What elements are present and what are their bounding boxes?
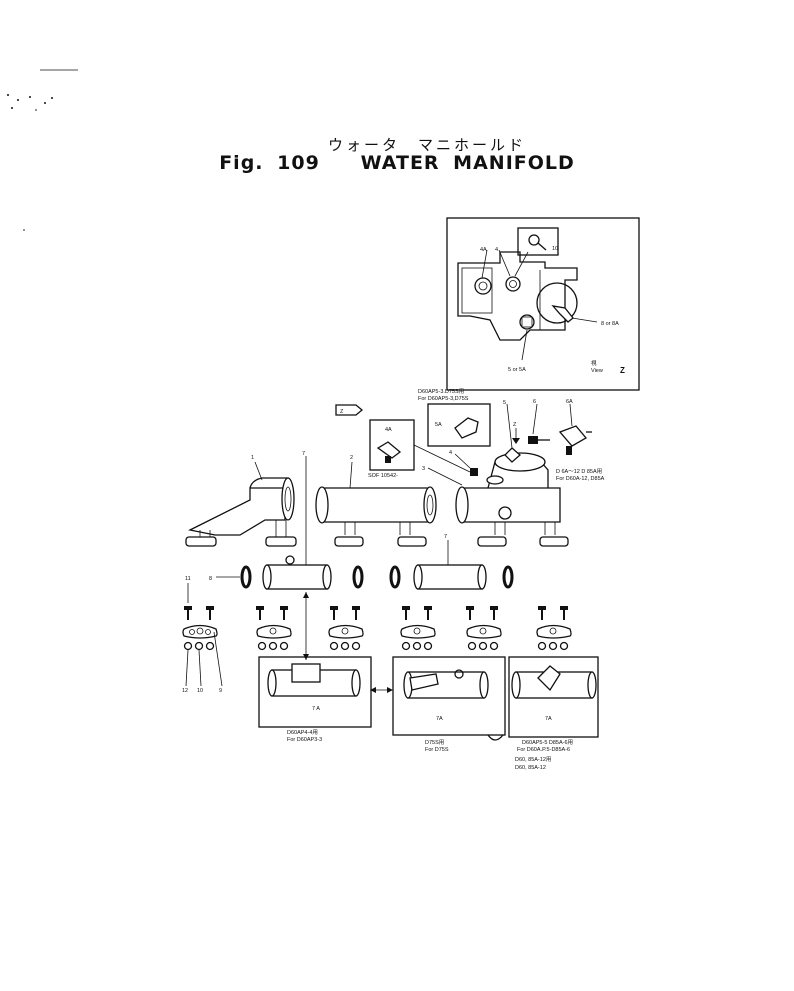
box1-note-jp: D60AP4-4用	[287, 729, 318, 736]
figure-title: Fig. 109 WATER MANIFOLD	[0, 152, 794, 174]
arrow-z-marker: Z	[512, 422, 520, 444]
note-6a-en: For D60A-12, D85A	[556, 476, 605, 482]
variant-box-2: 7A D75S用 For D75S	[392, 656, 506, 753]
inset-5a-note-en: For D60AP5-3,D75S	[418, 396, 469, 402]
hardware-set-4	[400, 606, 436, 651]
figure-name: WATER MANIFOLD	[360, 152, 575, 174]
variant-box-1: 7 A D60AP4-4用 For D60AP3-3	[258, 656, 372, 743]
callout-8: 8	[209, 576, 212, 582]
callout-11: 11	[185, 576, 191, 582]
callout-4: 4	[449, 450, 452, 456]
figure-number: Fig. 109	[219, 152, 320, 174]
box-link-arrow	[370, 687, 393, 693]
callout-7A-box2: 7A	[436, 716, 443, 722]
view-z-caption-jp: 視	[591, 359, 597, 367]
callout-5: 5	[503, 400, 506, 406]
scan-marks	[7, 69, 78, 231]
variant-box-3: 7A D60AP5-5 D85A-6用 For D60A.P.5-D85A-6 …	[508, 656, 599, 771]
callout-1: 1	[251, 455, 254, 461]
hardware-set-3	[328, 606, 364, 651]
box1-note-en: For D60AP3-3	[287, 737, 322, 743]
box3-note-extra-jp: D60, 85A-12用	[515, 756, 551, 763]
inset-5a: D60AP5-3.D75S用 For D60AP5-3,D75S 5A	[418, 388, 491, 447]
view-z-caption-z: Z	[620, 366, 625, 375]
callout-7-right: 7	[444, 534, 447, 540]
hardware-set-2	[256, 606, 292, 651]
part-7-left-pipe: 7	[262, 451, 332, 590]
view-z-callout-8: 8 or 8A	[601, 321, 619, 327]
inset-4a: 4A SOF 10542-	[368, 419, 471, 479]
view-z-callout-4: 4	[495, 247, 498, 253]
part-7-right-pipe: 7	[413, 534, 487, 590]
callout-12: 12	[182, 688, 188, 694]
box2-note-jp: D75S用	[425, 739, 444, 746]
callout-9: 9	[219, 688, 222, 694]
callout-7A-box1: 7 A	[312, 706, 320, 712]
callout-2: 2	[350, 455, 353, 461]
arrow-tag-label: Z	[340, 409, 344, 415]
callout-3: 3	[422, 466, 425, 472]
pipe-variant-arrow	[303, 592, 309, 660]
part-6a-fitting: 6A D 6A～12 D 85A用 For D60A-12, D85A	[556, 399, 605, 482]
view-z-callout-4A: 4A	[480, 247, 487, 253]
hardware-set-5	[466, 606, 502, 651]
view-z-callout-5: 5 or 5A	[508, 367, 526, 373]
hardware-set-6	[536, 606, 572, 651]
view-z-caption-en: View	[591, 368, 603, 374]
callout-6A: 6A	[566, 399, 573, 405]
callout-Z: Z	[513, 422, 517, 428]
inset-frame	[446, 217, 640, 391]
inset-5a-note-jp: D60AP5-3.D75S用	[418, 388, 464, 395]
box2-note-en: For D75S	[425, 747, 449, 753]
note-6a-jp: D 6A～12 D 85A用	[556, 468, 602, 475]
hardware-set-1: 12 10 9	[182, 606, 223, 694]
title-japanese: ウォータ マニホールド	[327, 136, 526, 154]
part-6-screw: 6	[528, 399, 550, 444]
callout-7-left: 7	[302, 451, 305, 457]
callout-10: 10	[197, 688, 203, 694]
view-z-callout-10: 10	[552, 246, 558, 252]
view-z-inset: 4A 4 10 8 or 8A 5 or 5A 視 View Z	[446, 217, 640, 391]
callout-6: 6	[533, 399, 536, 405]
box3-note-en: For D60A.P.5-D85A-6	[517, 747, 570, 753]
bolts-gaskets-row: 11	[185, 576, 191, 603]
inset-4a-note: SOF 10542-	[368, 473, 398, 479]
view-arrow-tag: Z	[335, 404, 364, 416]
part-3-rear-manifold: 3 4	[422, 450, 569, 547]
box3-note-extra-en: D60, 85A-12	[515, 765, 546, 771]
part-5-plug: 5	[503, 400, 521, 463]
part-2-center-manifold: 2	[315, 455, 437, 547]
part-1-front-manifold: 1	[185, 455, 297, 547]
callout-4A: 4A	[385, 427, 392, 433]
callout-5A: 5A	[435, 422, 442, 428]
callout-7A-box3: 7A	[545, 716, 552, 722]
part-8-o-rings: 8	[209, 565, 514, 589]
box3-note-jp: D60AP5-5 D85A-6用	[522, 739, 573, 746]
